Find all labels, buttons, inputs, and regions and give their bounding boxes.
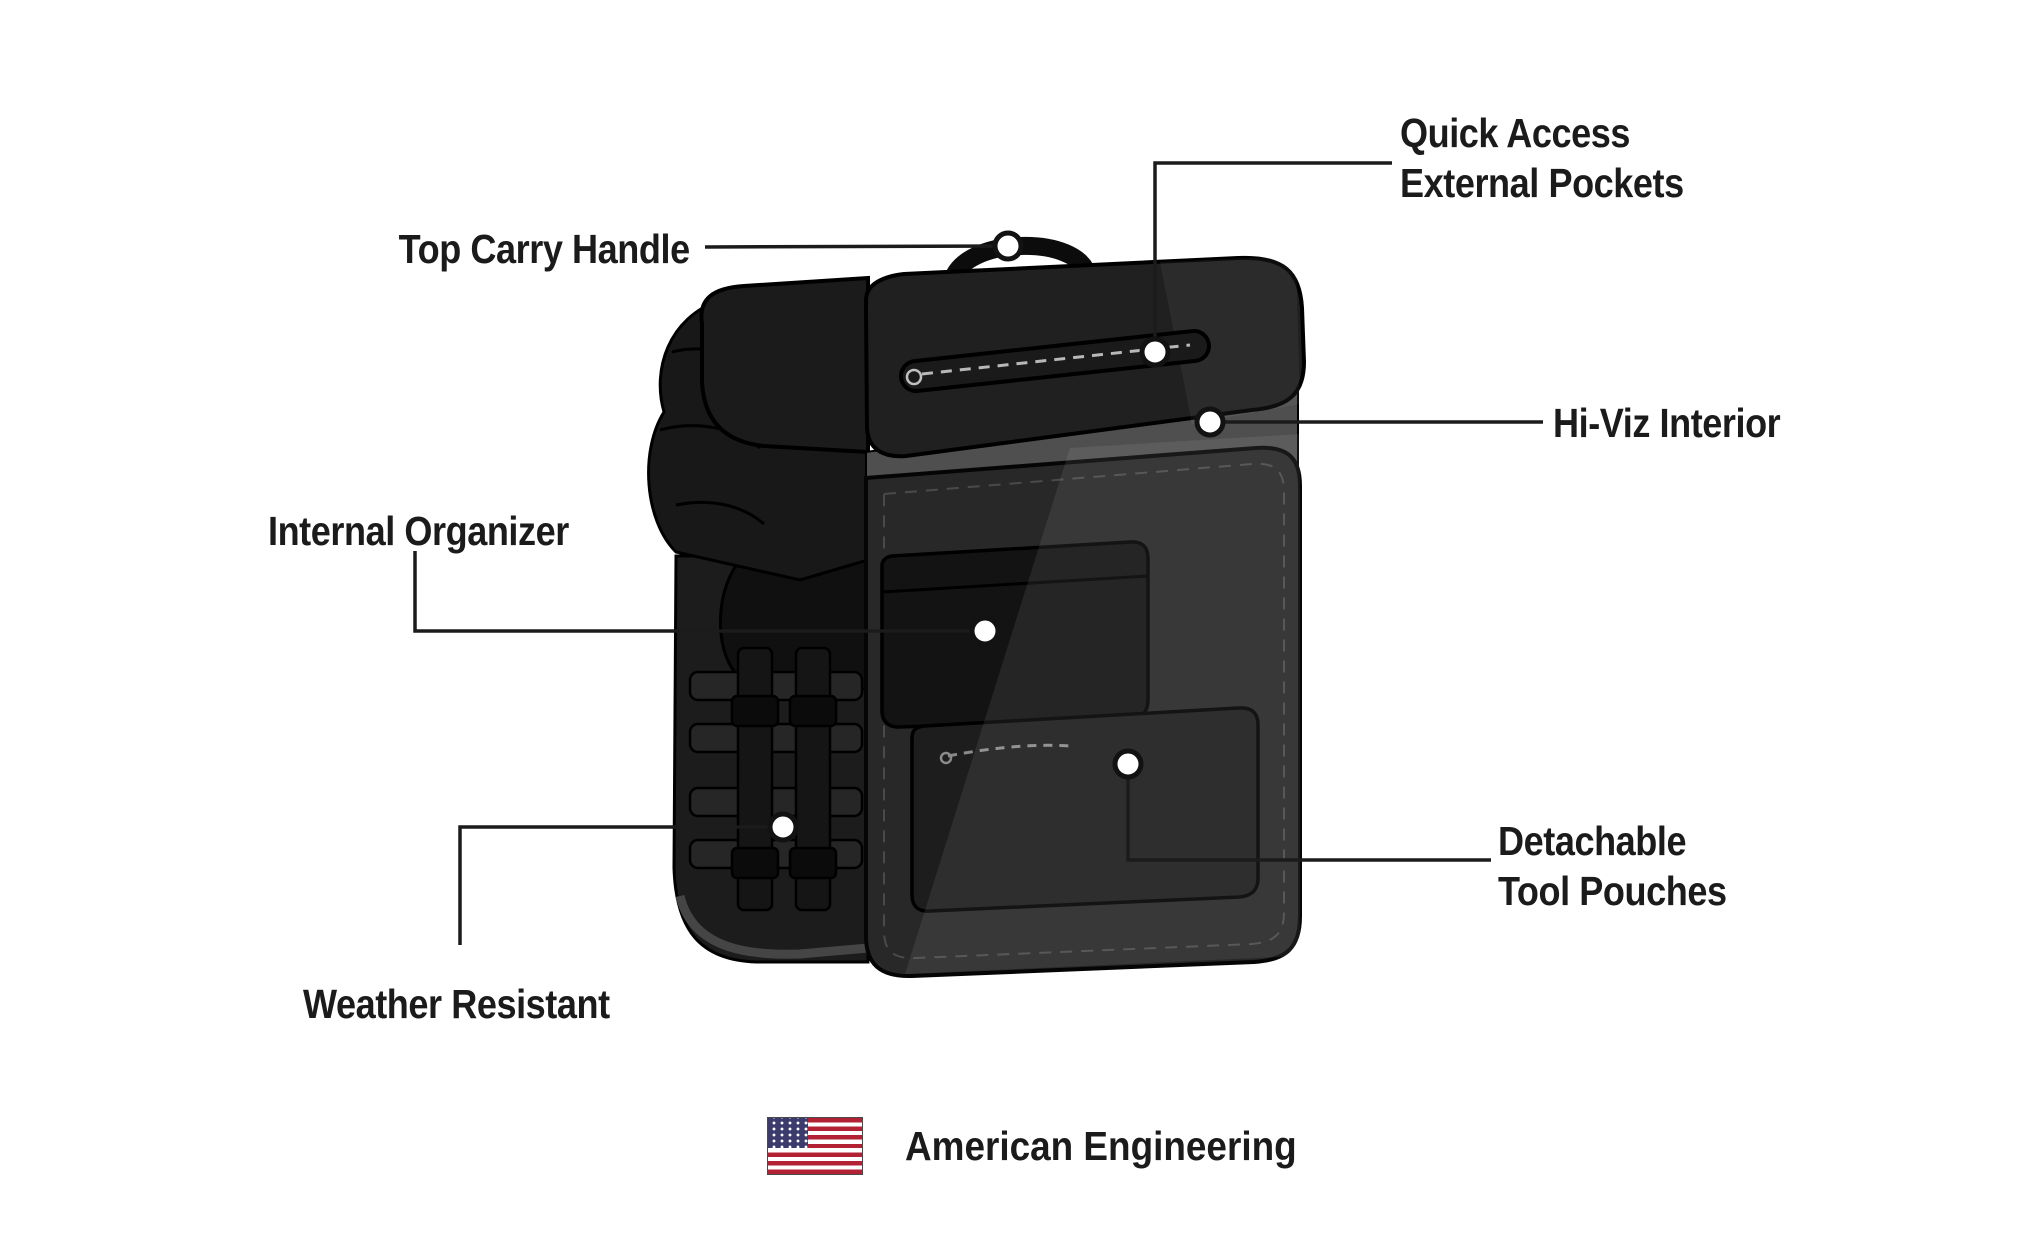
strap-buckle-icon <box>730 846 780 880</box>
side-bottom-trim <box>675 894 869 959</box>
callout-line-internal-organizer <box>413 551 985 633</box>
callout-label-hi-viz-interior: Hi-Viz Interior <box>1553 400 1781 446</box>
callout-lines <box>413 161 1543 945</box>
flag-canton <box>768 1118 808 1148</box>
marker-hi-viz <box>1194 406 1226 438</box>
callout-label-weather-resistant: Weather Resistant <box>303 981 610 1027</box>
pouch-zipper-pull-icon <box>939 751 953 765</box>
callout-line-top-carry-handle <box>704 244 1009 249</box>
callout-line-weather-resistant <box>458 825 783 945</box>
us-flag-icon <box>767 1117 863 1175</box>
zipper-dashes-icon <box>921 343 1191 376</box>
front-highlight <box>905 434 1300 974</box>
strap-buckle-icon <box>788 846 838 880</box>
callout-label-line: Detachable <box>1498 818 1687 864</box>
marker-top-carry-handle <box>992 230 1024 262</box>
pouch-zipper-dashes-icon <box>947 743 1071 758</box>
roll-top-flap-left <box>699 275 870 455</box>
marker-quick-access <box>1139 336 1171 368</box>
callout-label-quick-access-external-pockets: Quick Access External Pockets <box>1400 108 1684 208</box>
callout-label-internal-organizer: Internal Organizer <box>268 508 569 554</box>
callout-line-quick-access <box>1153 161 1392 352</box>
marker-weather-resistant <box>767 811 799 843</box>
callout-label-line: Tool Pouches <box>1498 868 1727 914</box>
callout-line-tool-pouches <box>1126 764 1491 862</box>
footer-tagline: American Engineering <box>905 1123 1297 1169</box>
callout-label-detachable-tool-pouches: Detachable Tool Pouches <box>1498 816 1727 916</box>
callout-label-top-carry-handle: Top Carry Handle <box>398 226 690 272</box>
molle-straps <box>688 646 864 912</box>
backpack-illustration <box>647 236 1307 979</box>
strap-buckle-icon <box>788 694 838 728</box>
marker-tool-pouches <box>1112 748 1144 780</box>
flap-highlight <box>1160 256 1300 424</box>
front-panel-stitching <box>883 462 1285 960</box>
internal-organizer-pocket <box>880 540 1150 729</box>
callout-label-line: Quick Access <box>1400 110 1631 156</box>
zipper-pull-icon <box>905 368 923 386</box>
callout-markers <box>767 230 1226 843</box>
callout-label-line: External Pockets <box>1400 160 1684 206</box>
strap-buckle-icon <box>730 694 780 728</box>
marker-internal-organizer <box>969 615 1001 647</box>
